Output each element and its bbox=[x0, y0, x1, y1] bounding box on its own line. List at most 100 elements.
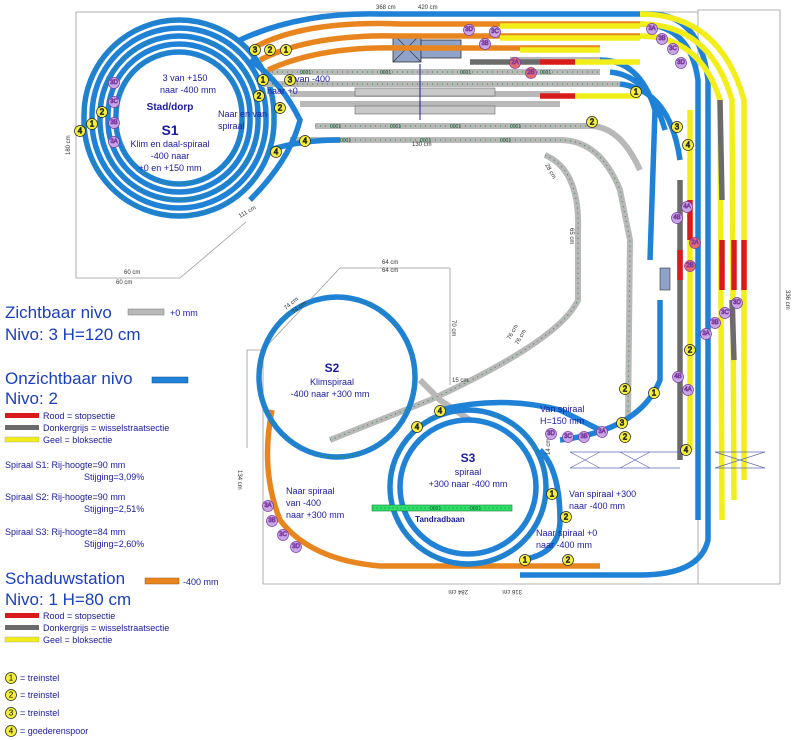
svg-text:= treinstel: = treinstel bbox=[20, 690, 59, 700]
svg-text:3C: 3C bbox=[110, 99, 118, 105]
svg-text:2A: 2A bbox=[511, 60, 518, 66]
svg-text:4: 4 bbox=[9, 727, 14, 736]
badge-3b: 3B bbox=[479, 38, 491, 50]
svg-text:3A: 3A bbox=[598, 429, 605, 435]
svg-text:Spiraal S3: Rij-hoogte=84 mm: Spiraal S3: Rij-hoogte=84 mm bbox=[5, 527, 125, 537]
svg-text:3C: 3C bbox=[721, 310, 729, 316]
badge-3: 3 bbox=[616, 417, 628, 429]
svg-text:2B: 2B bbox=[686, 263, 693, 269]
badge-1: 1 bbox=[519, 554, 531, 566]
badge-4a: 4A bbox=[681, 201, 693, 213]
block-badges: 3D 3C 3B 3A 3D 3B 3C 3A 3B 3C 3D 2A 2B 4… bbox=[108, 23, 743, 553]
legend-hidden-title: Onzichtbaar nivo bbox=[5, 369, 133, 388]
svg-text:-400 mm: -400 mm bbox=[183, 577, 219, 587]
svg-text:15 cm: 15 cm bbox=[452, 378, 468, 384]
svg-text:2: 2 bbox=[590, 118, 595, 127]
svg-text:0001: 0001 bbox=[420, 138, 431, 144]
svg-text:Naar spiraal +0: Naar spiraal +0 bbox=[536, 528, 597, 538]
swatch-darkgrey bbox=[5, 425, 39, 430]
svg-text:= treinstel: = treinstel bbox=[20, 673, 59, 683]
svg-text:111 cm: 111 cm bbox=[238, 205, 257, 220]
svg-text:Stad/dorp: Stad/dorp bbox=[147, 102, 194, 113]
svg-text:2: 2 bbox=[278, 104, 283, 113]
svg-text:3A: 3A bbox=[264, 503, 271, 509]
svg-text:= goederenspoor: = goederenspoor bbox=[20, 726, 88, 736]
svg-text:4A: 4A bbox=[684, 387, 691, 393]
badge-3: 3 bbox=[671, 121, 683, 133]
svg-text:3A: 3A bbox=[110, 139, 117, 145]
badge-3b: 3B bbox=[709, 317, 721, 329]
svg-text:4: 4 bbox=[78, 127, 83, 136]
svg-text:Van spiraal +300: Van spiraal +300 bbox=[569, 489, 636, 499]
svg-text:naar -400 mm: naar -400 mm bbox=[536, 540, 592, 550]
area-labels: S1 Klim en daal-spiraal -400 naar +0 en … bbox=[130, 73, 636, 550]
badge-4: 4 bbox=[270, 146, 282, 158]
svg-text:134 cm: 134 cm bbox=[236, 470, 242, 490]
segment-labels: 0001 0001 0001 0001 0001 0001 0001 0001 … bbox=[300, 70, 551, 512]
svg-text:284 cm: 284 cm bbox=[448, 588, 468, 594]
svg-text:3B: 3B bbox=[711, 320, 718, 326]
svg-text:Donkergrijs = wisselstraatsect: Donkergrijs = wisselstraatsectie bbox=[43, 623, 169, 633]
svg-text:64 cm: 64 cm bbox=[382, 268, 398, 274]
svg-text:64 cm: 64 cm bbox=[382, 260, 398, 266]
svg-text:3C: 3C bbox=[564, 434, 572, 440]
svg-text:2B: 2B bbox=[527, 70, 534, 76]
svg-text:2: 2 bbox=[566, 556, 571, 565]
svg-text:2A: 2A bbox=[691, 240, 698, 246]
svg-text:0001: 0001 bbox=[460, 70, 471, 76]
svg-text:Nivo: 2: Nivo: 2 bbox=[5, 389, 58, 408]
svg-text:60 cm: 60 cm bbox=[116, 280, 132, 286]
badge-3d: 3D bbox=[108, 77, 120, 89]
legend-visible-title: Zichtbaar nivo bbox=[5, 303, 112, 322]
badge-3d: 3D bbox=[545, 428, 557, 440]
svg-text:3B: 3B bbox=[580, 434, 587, 440]
svg-text:0001: 0001 bbox=[390, 124, 401, 130]
svg-text:2: 2 bbox=[268, 46, 273, 55]
badge-3d: 3D bbox=[290, 541, 302, 553]
svg-text:van -400: van -400 bbox=[295, 74, 330, 84]
badge-2a: 2A bbox=[689, 237, 701, 249]
svg-text:0001: 0001 bbox=[500, 138, 511, 144]
svg-text:naar +0: naar +0 bbox=[267, 86, 298, 96]
badge-2: 2 bbox=[96, 106, 108, 118]
badge-3a: 3A bbox=[262, 500, 274, 512]
svg-text:+0 en +150 mm: +0 en +150 mm bbox=[138, 163, 201, 173]
badge-1: 1 bbox=[257, 74, 269, 86]
badge-2b: 2B bbox=[525, 67, 537, 79]
svg-text:1: 1 bbox=[550, 490, 555, 499]
badge-3b: 3B bbox=[578, 431, 590, 443]
badge-3: 3 bbox=[284, 74, 296, 86]
svg-text:130 cm: 130 cm bbox=[412, 142, 432, 148]
badge-4: 4 bbox=[680, 444, 692, 456]
badge-3a: 3A bbox=[646, 23, 658, 35]
svg-text:3D: 3D bbox=[677, 60, 685, 66]
rack-railway bbox=[371, 504, 513, 512]
svg-text:2: 2 bbox=[623, 433, 628, 442]
svg-text:3B: 3B bbox=[110, 120, 117, 126]
badge-2: 2 bbox=[684, 344, 696, 356]
svg-text:316 cm: 316 cm bbox=[502, 588, 522, 594]
swatch-shadow bbox=[144, 577, 180, 585]
svg-text:Naar spiraal: Naar spiraal bbox=[286, 486, 335, 496]
svg-text:60 cm: 60 cm bbox=[124, 270, 140, 276]
badge-2: 2 bbox=[560, 511, 572, 523]
svg-text:3: 3 bbox=[675, 123, 680, 132]
svg-text:0001: 0001 bbox=[300, 70, 311, 76]
badge-4b: 4B bbox=[671, 212, 683, 224]
svg-text:Geel = bloksectie: Geel = bloksectie bbox=[43, 435, 112, 445]
swatch-visible bbox=[127, 308, 165, 316]
badge-4: 4 bbox=[74, 125, 86, 137]
badge-3c: 3C bbox=[667, 43, 679, 55]
svg-text:2: 2 bbox=[9, 691, 14, 700]
badge-2: 2 bbox=[253, 90, 265, 102]
svg-text:4B: 4B bbox=[674, 374, 681, 380]
badge-3c: 3C bbox=[489, 26, 501, 38]
svg-text:3D: 3D bbox=[465, 27, 473, 33]
spiral-s2 bbox=[256, 294, 418, 460]
bridge-markers bbox=[569, 451, 766, 469]
svg-text:spiraal: spiraal bbox=[218, 121, 245, 131]
legend-shadow-title: Schaduwstation bbox=[5, 569, 125, 588]
svg-text:H=150 mm: H=150 mm bbox=[540, 416, 584, 426]
svg-text:Klim en daal-spiraal: Klim en daal-spiraal bbox=[130, 139, 209, 149]
svg-text:0001: 0001 bbox=[510, 124, 521, 130]
